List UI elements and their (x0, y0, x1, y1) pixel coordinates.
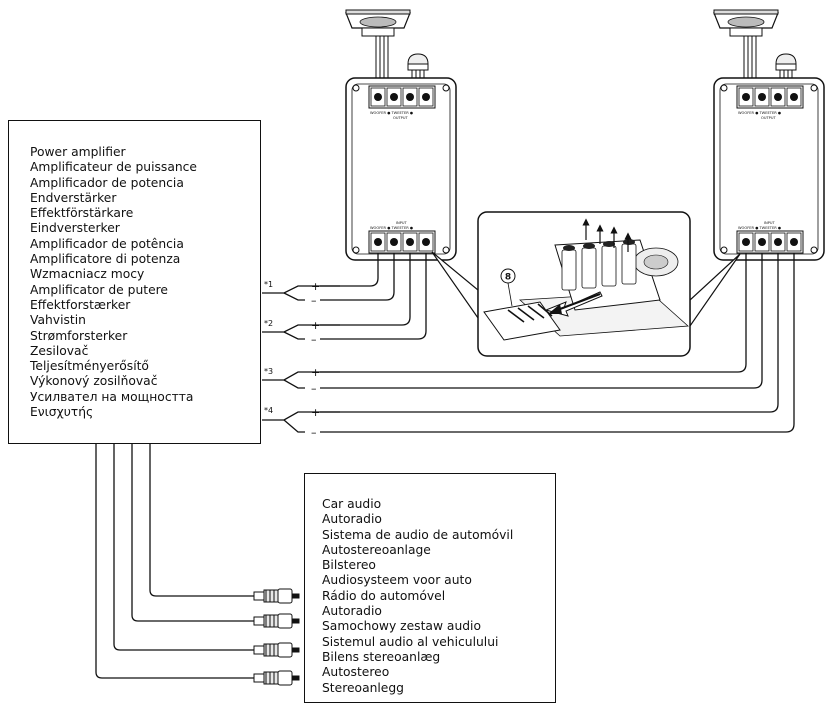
right-unit-wires (305, 253, 795, 433)
label-line: Výkonový zosilňovač (30, 374, 158, 389)
label-line: Samochowy zestaw audio (322, 619, 481, 634)
callout-number-8: 8 (505, 273, 511, 283)
minus-sign: – (311, 382, 317, 395)
minus-sign: – (311, 426, 317, 439)
car-audio-label-list: Car audio Autoradio Sistema de audio de … (322, 497, 513, 696)
minus-sign: – (311, 333, 317, 346)
label-line: Car audio (322, 497, 382, 511)
minus-sign: – (311, 294, 317, 307)
right-input-terminals: INPUT WOOFER ● TWEETER ● (736, 221, 804, 254)
right-output-terminals: WOOFER ● TWEETER ● OUTPUT (736, 85, 804, 120)
rca-plugs (253, 588, 300, 686)
label-line: Vahvistin (30, 313, 86, 328)
wire-segments (320, 285, 340, 413)
label-line: Zesilovač (30, 343, 89, 358)
label-line: Rádio do automóvel (322, 588, 446, 603)
right-crossover-unit: WOOFER ● TWEETER ● OUTPUT INPUT WOOFER ●… (713, 9, 825, 261)
footnote-mark-1: *1 (264, 280, 273, 289)
rca-plug-icon (253, 642, 300, 658)
footnote-mark-2: *2 (264, 319, 273, 328)
label-line: Strømforsterker (30, 328, 128, 343)
label-line: Teljesítményerősítő (30, 359, 149, 374)
rca-plug-icon (253, 588, 300, 604)
left-output-sublabel: OUTPUT (393, 116, 408, 120)
left-input-terminals: INPUT WOOFER ● TWEETER ● (368, 221, 436, 254)
footnote-mark-4: *4 (264, 406, 273, 415)
power-amplifier-box: Power amplifier Amplificateur de puissan… (8, 120, 261, 444)
footnote-marks: *1 *2 *3 *4 (264, 280, 273, 415)
label-line: Autoradio (322, 512, 382, 527)
label-line: Autostereoanlage (322, 542, 431, 557)
power-amplifier-label-list: Power amplifier Amplificateur de puissan… (30, 145, 197, 420)
terminal-detail-callout: 8 (431, 211, 741, 357)
label-line: Audiosysteem voor auto (322, 573, 472, 588)
right-output-label: WOOFER ● TWEETER ● (738, 111, 781, 115)
car-audio-box: Car audio Autoradio Sistema de audio de … (304, 473, 556, 703)
label-line: Wzmacniacz mocy (30, 267, 145, 282)
label-line: Power amplifier (30, 145, 126, 159)
plus-sign: + (311, 366, 320, 379)
polarity-signs: + – + – + – + – (311, 280, 320, 439)
label-line: Amplificatore di potenza (30, 252, 181, 267)
rca-plug-icon (253, 670, 300, 686)
label-line: Amplificador de potência (30, 236, 184, 251)
right-output-sublabel: OUTPUT (761, 116, 776, 120)
label-line: Eindversterker (30, 221, 120, 236)
left-output-label: WOOFER ● TWEETER ● (370, 111, 413, 115)
label-line: Effektforstærker (30, 297, 131, 312)
left-unit-wires (305, 253, 427, 340)
label-line: Autoradio (322, 604, 382, 619)
plus-sign: + (311, 319, 320, 332)
left-input-sublabel: WOOFER ● TWEETER ● (370, 226, 413, 230)
right-speaker-icon (713, 9, 779, 81)
amp-output-pairs (262, 285, 305, 433)
right-tweeter-icon (775, 53, 797, 81)
right-input-sublabel: WOOFER ● TWEETER ● (738, 226, 781, 230)
label-line: Sistemul audio al vehiculului (322, 634, 499, 649)
left-tweeter-icon (407, 53, 429, 81)
label-line: Bilstereo (322, 558, 376, 573)
label-line: Amplificador de potencia (30, 175, 184, 190)
rca-cables (95, 444, 254, 679)
rca-plug-icon (253, 613, 300, 629)
label-line: Effektförstärkare (30, 206, 134, 221)
left-speaker-icon (345, 9, 411, 81)
left-input-label: INPUT (396, 221, 408, 225)
label-line: Усилвател на мощността (30, 389, 194, 404)
label-line: Ενισχυτής (30, 405, 94, 420)
right-input-label: INPUT (764, 221, 776, 225)
label-line: Autostereo (322, 665, 390, 680)
plus-sign: + (311, 406, 320, 419)
label-line: Stereoanlegg (322, 680, 404, 695)
label-line: Endverstärker (30, 190, 117, 205)
left-output-terminals: WOOFER ● TWEETER ● OUTPUT (368, 85, 436, 120)
footnote-mark-3: *3 (264, 367, 273, 376)
left-crossover-unit: WOOFER ● TWEETER ● OUTPUT INPUT WOOFER ●… (345, 9, 457, 261)
label-line: Bilens stereoanlæg (322, 649, 441, 664)
label-line: Sistema de audio de automóvil (322, 527, 514, 542)
label-line: Amplificateur de puissance (30, 160, 197, 175)
label-line: Amplificator de putere (30, 282, 168, 297)
plus-sign: + (311, 280, 320, 293)
